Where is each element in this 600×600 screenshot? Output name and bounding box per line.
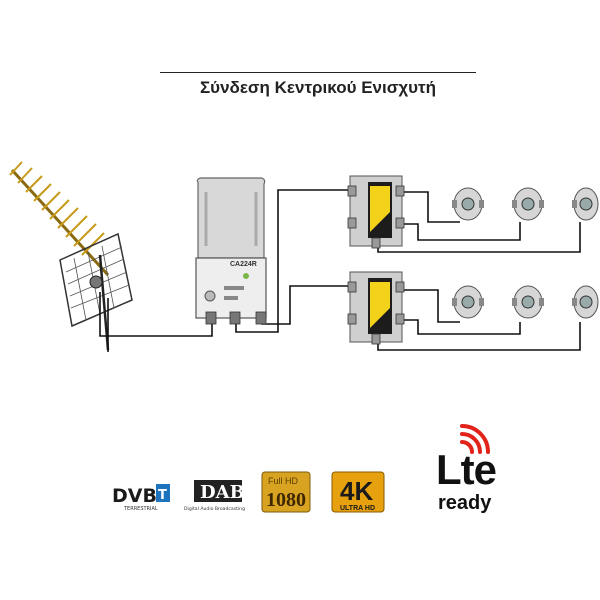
dab-caption: Digital Audio Broadcasting — [184, 506, 245, 512]
tv-outlet — [452, 187, 484, 221]
cable-amp-splitter-1 — [235, 189, 352, 333]
outlets-row-1 — [452, 187, 599, 221]
lte-ready: ready — [438, 492, 492, 514]
dvb-badge: T — [158, 488, 167, 503]
cable-antenna-amplifier — [99, 292, 213, 337]
cable-s2-outlet-2 — [400, 319, 521, 335]
tv-outlet — [512, 187, 544, 221]
splitter-2 — [347, 271, 405, 345]
title-rule — [160, 72, 476, 73]
outlets-row-2 — [452, 285, 599, 319]
tv-outlet — [572, 187, 599, 221]
lte-signal-icon — [460, 424, 490, 454]
grid-antenna — [59, 232, 133, 351]
full-hd-logo: Full HD 1080 — [261, 471, 311, 513]
fullhd-top: Full HD — [268, 476, 299, 486]
uhd-big: 4K — [340, 476, 373, 506]
splitter-1 — [347, 175, 405, 249]
cable-s1-outlet-2 — [400, 222, 521, 241]
cable-amp-splitter-2 — [261, 285, 352, 325]
tv-outlet — [452, 285, 484, 319]
cables — [99, 189, 581, 352]
4k-ultra-hd-logo: 4K ULTRA HD — [331, 471, 385, 513]
dvb-text: DVB — [112, 485, 157, 507]
page-title: Σύνδεση Κεντρικού Ενισχυτή — [199, 78, 436, 97]
fullhd-number: 1080 — [266, 489, 306, 511]
dab-text: DAB — [200, 482, 245, 503]
cable-s2-outlet-3 — [377, 322, 581, 351]
dvb-caption: TERRESTRIAL — [123, 506, 158, 512]
uhd-caption: ULTRA HD — [340, 505, 375, 512]
cable-s2-outlet-1 — [400, 289, 460, 323]
amplifier-model: CA224R — [230, 261, 257, 268]
lte-word: Lte — [436, 446, 497, 493]
yagi-antenna — [9, 161, 110, 277]
dvb-t-logo: DVB T TERRESTRIAL — [112, 484, 170, 512]
tv-outlet — [572, 285, 599, 319]
dab-logo: DAB Digital Audio Broadcasting — [184, 480, 245, 512]
tv-outlet — [512, 285, 544, 319]
cable-s1-outlet-1 — [400, 191, 460, 223]
cable-s1-outlet-3 — [377, 222, 581, 253]
central-amplifier: CA224R — [195, 177, 267, 325]
